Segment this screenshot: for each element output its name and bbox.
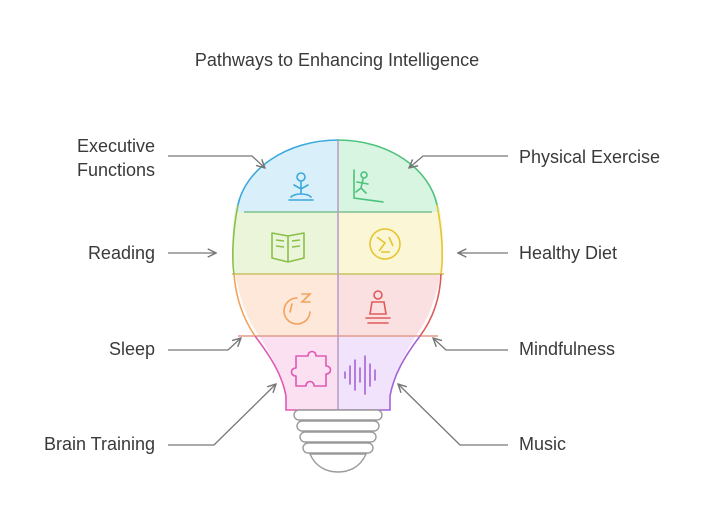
bulb-base <box>293 409 383 473</box>
arrow-music <box>398 384 508 446</box>
label-healthy-diet: Healthy Diet <box>519 243 618 263</box>
section-sleep <box>232 274 338 336</box>
sound-wave-icon <box>344 355 376 395</box>
connector-arrows <box>168 155 508 446</box>
arrow-mindfulness <box>433 338 508 351</box>
section-healthy-diet <box>338 212 444 274</box>
label-music: Music <box>519 434 567 454</box>
label-reading: Reading <box>87 243 155 263</box>
label-brain-training: Brain Training <box>43 434 155 454</box>
diagram-title: Pathways to Enhancing Intelligence <box>194 50 480 70</box>
arrow-executive-functions <box>168 155 265 168</box>
label-line: Functions <box>76 160 155 180</box>
label-executive-functions: Executive Functions <box>77 134 155 182</box>
label-line: Executive <box>76 136 155 156</box>
arrow-physical-exercise <box>409 155 508 168</box>
treadmill-icon <box>353 169 384 203</box>
section-physical-exercise <box>338 140 444 212</box>
open-book-icon <box>271 232 305 263</box>
arrow-brain-training <box>168 384 276 446</box>
meditating-figure-icon <box>365 290 391 324</box>
sleep-timer-icon <box>283 293 312 325</box>
section-mindfulness <box>338 274 444 336</box>
fruits-icon <box>369 228 401 260</box>
section-brain-training <box>232 336 338 410</box>
section-borders <box>232 139 444 411</box>
puzzle-icon <box>290 350 332 387</box>
label-sleep: Sleep <box>108 339 155 359</box>
label-mindfulness: Mindfulness <box>519 339 616 359</box>
meditation-person-icon <box>288 172 314 201</box>
arrow-sleep <box>168 338 241 351</box>
section-reading <box>232 212 338 274</box>
section-executive-functions <box>232 140 338 212</box>
label-physical-exercise: Physical Exercise <box>519 147 661 167</box>
